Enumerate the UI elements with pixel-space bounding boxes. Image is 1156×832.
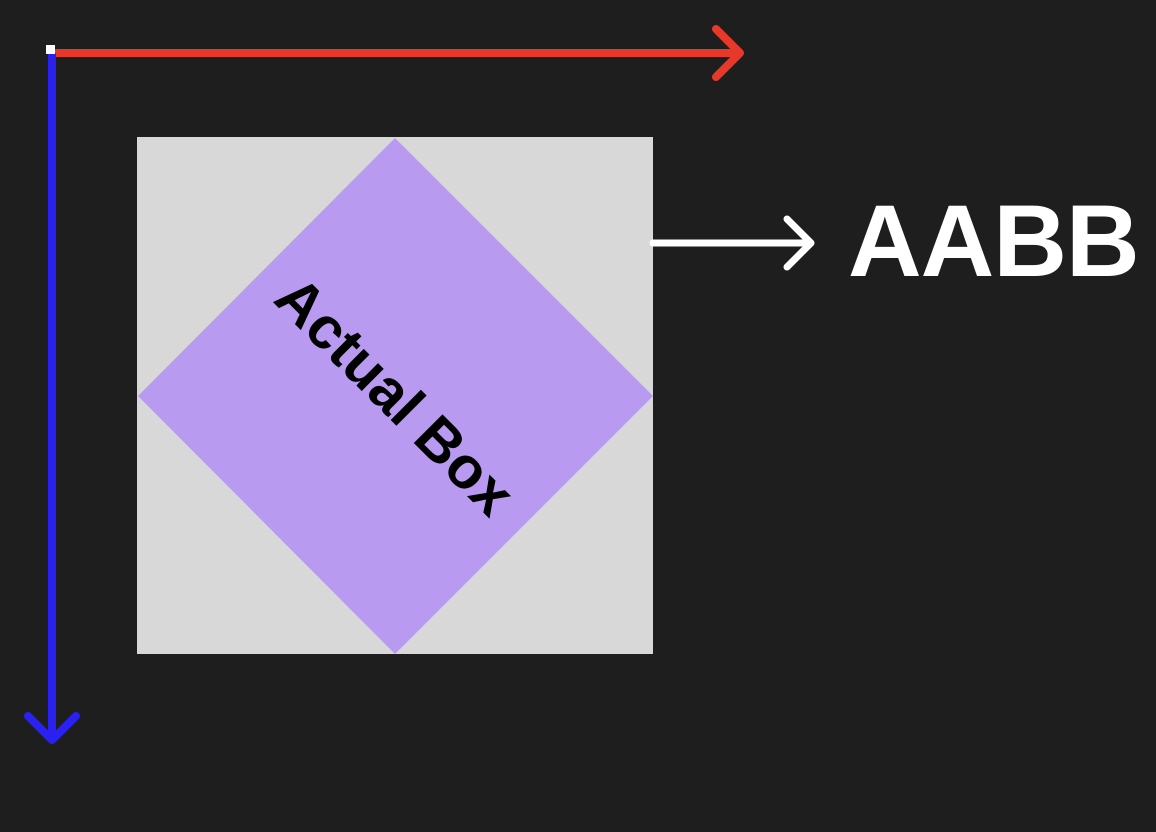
x-axis-arrow [53,25,744,81]
aabb-callout-arrow [649,215,815,271]
y-axis-arrow [24,51,80,744]
aabb-callout-arrowhead [783,215,815,271]
actual-box-shape [138,138,653,654]
origin-point-marker [46,45,55,54]
x-axis-arrowhead [712,25,744,81]
aabb-callout-label: AABB [848,184,1140,298]
y-axis-arrowhead [24,712,80,744]
